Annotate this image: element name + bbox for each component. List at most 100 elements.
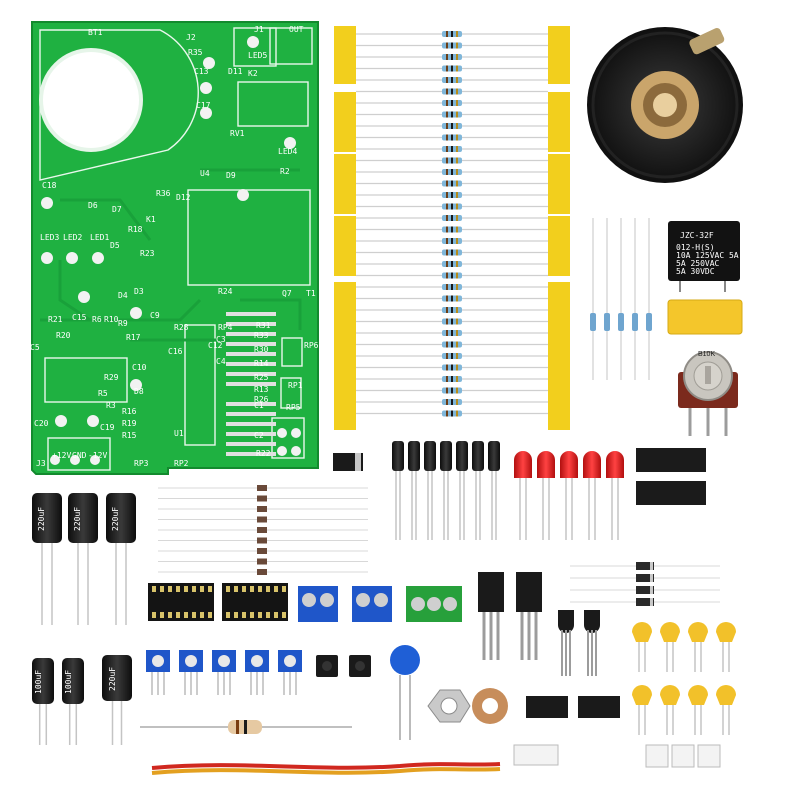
- silk-label: R20: [56, 331, 71, 340]
- silk-label: R35: [188, 48, 203, 57]
- silk-label: J3: [36, 459, 46, 468]
- silk-label: LED4: [278, 147, 297, 156]
- diode-small: [257, 527, 267, 533]
- silk-label: D6: [88, 201, 98, 210]
- led: [537, 451, 555, 478]
- silk-label: LED5: [248, 51, 267, 60]
- silk-label: D5: [110, 241, 120, 250]
- potentiometer: B10K: [678, 351, 738, 436]
- hex-nut: [427, 689, 471, 723]
- silk-label: +12V: [52, 451, 71, 460]
- silk-label: R29: [104, 373, 119, 382]
- silk-label: R25: [254, 373, 269, 382]
- relay-model: JZC-32F: [680, 231, 714, 240]
- tape-right: [548, 282, 570, 430]
- small-resistor: [618, 313, 624, 331]
- silk-label: J1: [254, 25, 264, 34]
- silk-label: RP5: [286, 403, 301, 412]
- silk-label: RV1: [230, 129, 245, 138]
- silk-label: R17: [126, 333, 141, 342]
- silk-label: R24: [218, 287, 233, 296]
- small-resistor: [590, 313, 596, 331]
- diode-small: [257, 558, 267, 565]
- silk-label: RP4: [218, 323, 233, 332]
- ceramic-capacitor: [688, 685, 708, 705]
- silk-label: D7: [112, 205, 122, 214]
- silk-label: C12: [208, 341, 223, 350]
- diode-small: [636, 574, 654, 582]
- relay-rating: 5A 250VAC: [676, 259, 720, 268]
- silk-label: U1: [174, 429, 184, 438]
- silk-label: OUT: [289, 25, 304, 34]
- relay-rating: 012-H(S): [676, 243, 715, 252]
- ceramic-capacitor: [688, 622, 708, 642]
- silk-label: D12: [176, 193, 191, 202]
- small-capacitor: [472, 441, 484, 471]
- diode-small: [257, 569, 267, 575]
- ceramic-capacitor: [660, 622, 680, 642]
- ic-chips: [636, 448, 706, 505]
- silk-label: R30: [254, 345, 269, 354]
- silk-label: R18: [128, 225, 143, 234]
- ceramic-capacitor: [632, 685, 652, 705]
- washer: [472, 688, 508, 724]
- silk-label: K1: [146, 215, 156, 224]
- smd-ics: [526, 696, 620, 718]
- electrolytic-capacitor: [32, 493, 62, 543]
- silk-label: D8: [134, 387, 144, 396]
- svg-text:220uF: 220uF: [73, 507, 82, 531]
- silk-label: R26: [254, 395, 269, 404]
- tape-left: [334, 216, 356, 276]
- diode-small: [636, 586, 654, 594]
- silk-label: C2: [254, 431, 264, 440]
- silk-label: R9: [118, 319, 128, 328]
- diode-small: [257, 485, 267, 491]
- relay-rating: 10A 125VAC 5A 250VAC: [676, 251, 773, 260]
- tape-right: [548, 26, 570, 84]
- battery-holder-hole: [39, 48, 143, 152]
- silk-label: BT1: [88, 28, 103, 37]
- silk-label: RP1: [288, 381, 303, 390]
- silk-label: R22: [256, 449, 271, 458]
- silk-label: R3: [106, 401, 116, 410]
- tape-left: [334, 282, 356, 430]
- tape-right: [548, 154, 570, 214]
- silk-label: GND: [72, 451, 87, 460]
- silk-label: C4: [216, 357, 226, 366]
- electrolytic-capacitor: [102, 655, 132, 701]
- silk-label: C5: [30, 343, 40, 352]
- tape-left: [334, 92, 356, 152]
- blue-ceramic-capacitor: [390, 645, 420, 740]
- electrolytic-capacitor: [32, 658, 54, 704]
- silk-label: T1: [306, 289, 316, 298]
- led: [583, 451, 601, 478]
- silk-label: J2: [186, 33, 196, 42]
- electrolytic-capacitor: [106, 493, 136, 543]
- electrolytic-capacitor: [68, 493, 98, 543]
- led: [560, 451, 578, 478]
- silk-label: D3: [134, 287, 144, 296]
- small-capacitor: [440, 441, 452, 471]
- silk-label: C19: [100, 423, 115, 432]
- silk-label: K2: [248, 69, 258, 78]
- diode-small: [257, 516, 267, 523]
- ceramic-capacitor: [660, 685, 680, 705]
- small-resistor: [632, 313, 638, 331]
- svg-text:220uF: 220uF: [111, 507, 120, 531]
- silk-label: R31: [256, 321, 271, 330]
- silk-label: C13: [194, 67, 209, 76]
- small-capacitor: [456, 441, 468, 471]
- silk-label: C1: [254, 401, 264, 410]
- silk-label: D4: [118, 291, 128, 300]
- silk-label: R21: [48, 315, 63, 324]
- screw-terminals: [298, 586, 462, 622]
- electrolytic-capacitor: [62, 658, 84, 704]
- silk-label: C15: [72, 313, 87, 322]
- small-resistor: [604, 313, 610, 331]
- small-capacitors: [392, 441, 500, 540]
- svg-text:100uF: 100uF: [64, 670, 73, 694]
- diode: [333, 453, 363, 471]
